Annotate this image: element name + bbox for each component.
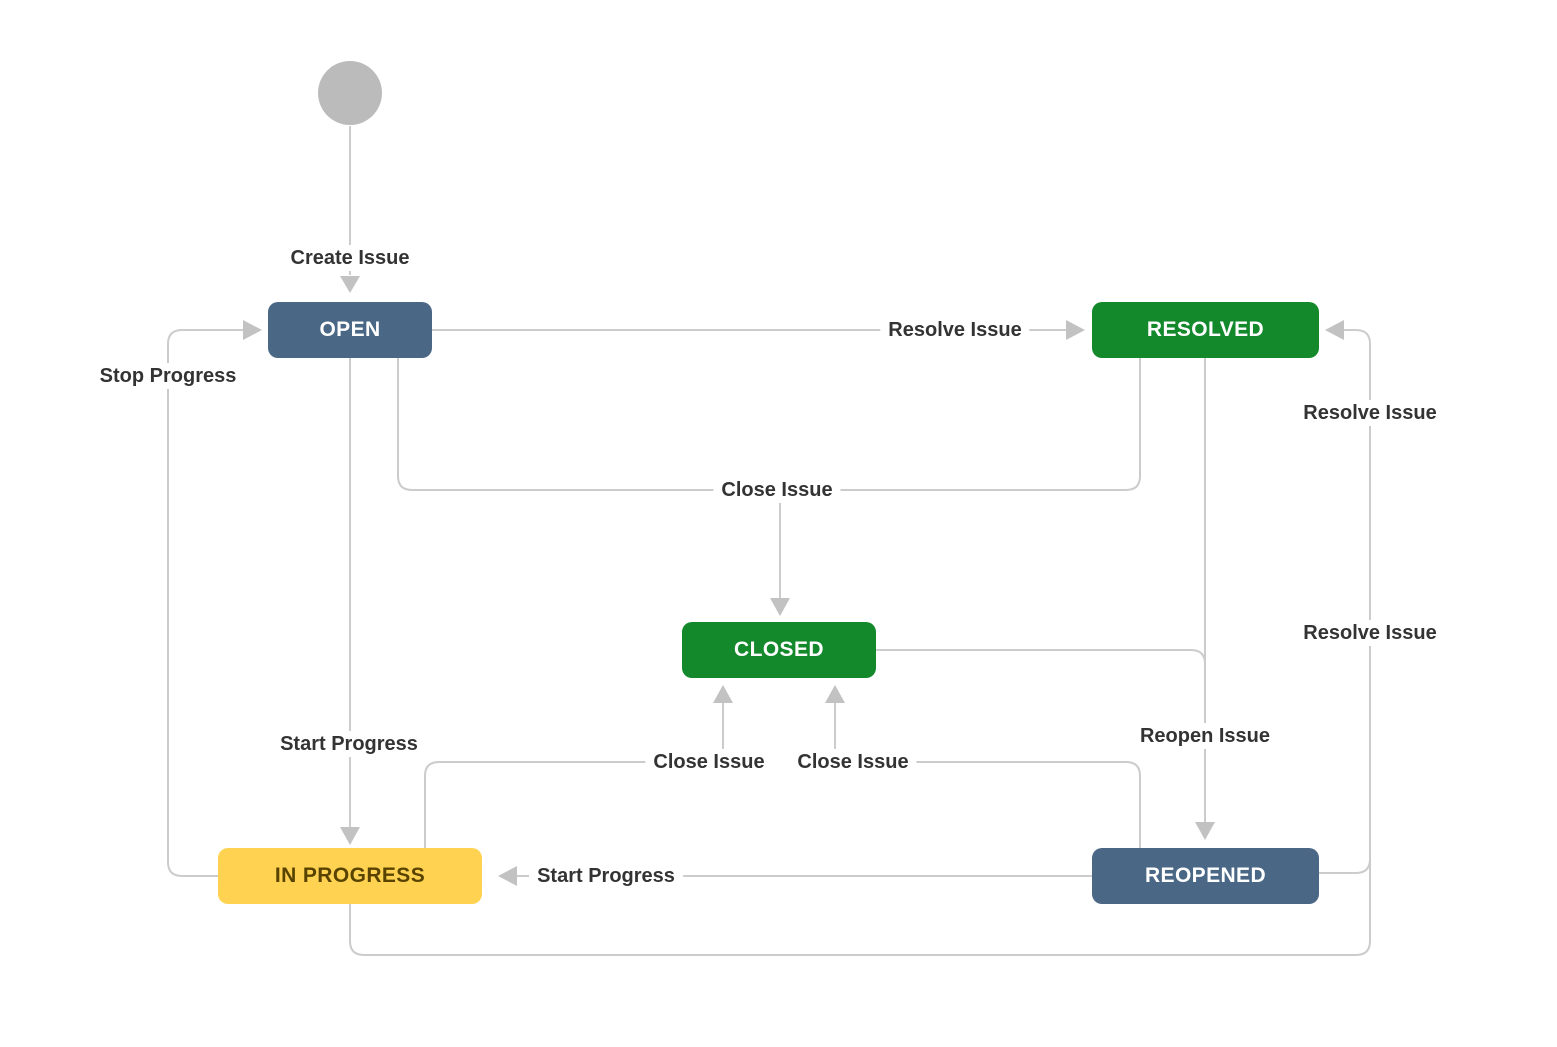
edge-close-issue-top: [397, 358, 1141, 491]
arrowhead-resolve-issue-loop: [1325, 320, 1344, 340]
node-open-label: OPEN: [319, 318, 381, 341]
transition-label-resolve-issue-lower[interactable]: Resolve Issue: [1295, 620, 1445, 646]
arrowhead-start-progress-open: [340, 827, 360, 845]
edge-close-issue-left: [424, 703, 724, 848]
transition-label-stop-progress[interactable]: Stop Progress: [91, 363, 245, 389]
transition-label-resolve-issue-open[interactable]: Resolve Issue: [880, 317, 1030, 343]
arrowhead-close-issue-left: [713, 685, 733, 703]
edge-closed-reopened-merge: [876, 649, 1206, 665]
arrowhead-close-issue-right: [825, 685, 845, 703]
node-reopened[interactable]: REOPENED: [1092, 848, 1319, 904]
node-open[interactable]: OPEN: [268, 302, 432, 358]
transition-label-create-issue[interactable]: Create Issue: [282, 245, 418, 271]
arrowhead-open-resolved: [1066, 320, 1085, 340]
node-resolved[interactable]: RESOLVED: [1092, 302, 1319, 358]
start-node[interactable]: [318, 61, 382, 125]
edge-resolve-issue-loop: [349, 329, 1371, 956]
edge-reopened-resolved-merge: [1319, 858, 1371, 874]
transition-label-close-issue-top[interactable]: Close Issue: [713, 477, 841, 503]
edge-stop-progress: [167, 329, 243, 877]
node-in-progress-label: IN PROGRESS: [274, 864, 426, 887]
arrowhead-reopen-issue: [1195, 822, 1215, 840]
transition-label-reopen-issue[interactable]: Reopen Issue: [1131, 723, 1279, 749]
transition-label-close-issue-left[interactable]: Close Issue: [645, 749, 773, 775]
transition-label-close-issue-right[interactable]: Close Issue: [789, 749, 917, 775]
node-closed-label: CLOSED: [734, 638, 824, 661]
node-reopened-label: REOPENED: [1144, 864, 1267, 887]
arrowhead-start-progress-reopened: [498, 866, 517, 886]
arrowhead-stop-progress: [243, 320, 262, 340]
node-closed[interactable]: CLOSED: [682, 622, 876, 678]
arrowhead-create-issue: [340, 276, 360, 293]
arrowhead-close-issue-top: [770, 598, 790, 616]
transition-label-start-progress-open[interactable]: Start Progress: [272, 731, 426, 757]
transition-label-resolve-issue-upper[interactable]: Resolve Issue: [1295, 400, 1445, 426]
node-resolved-label: RESOLVED: [1146, 318, 1265, 341]
edge-close-issue-right: [834, 703, 1141, 848]
node-in-progress[interactable]: IN PROGRESS: [218, 848, 482, 904]
transition-label-start-progress-reopened[interactable]: Start Progress: [529, 863, 683, 889]
